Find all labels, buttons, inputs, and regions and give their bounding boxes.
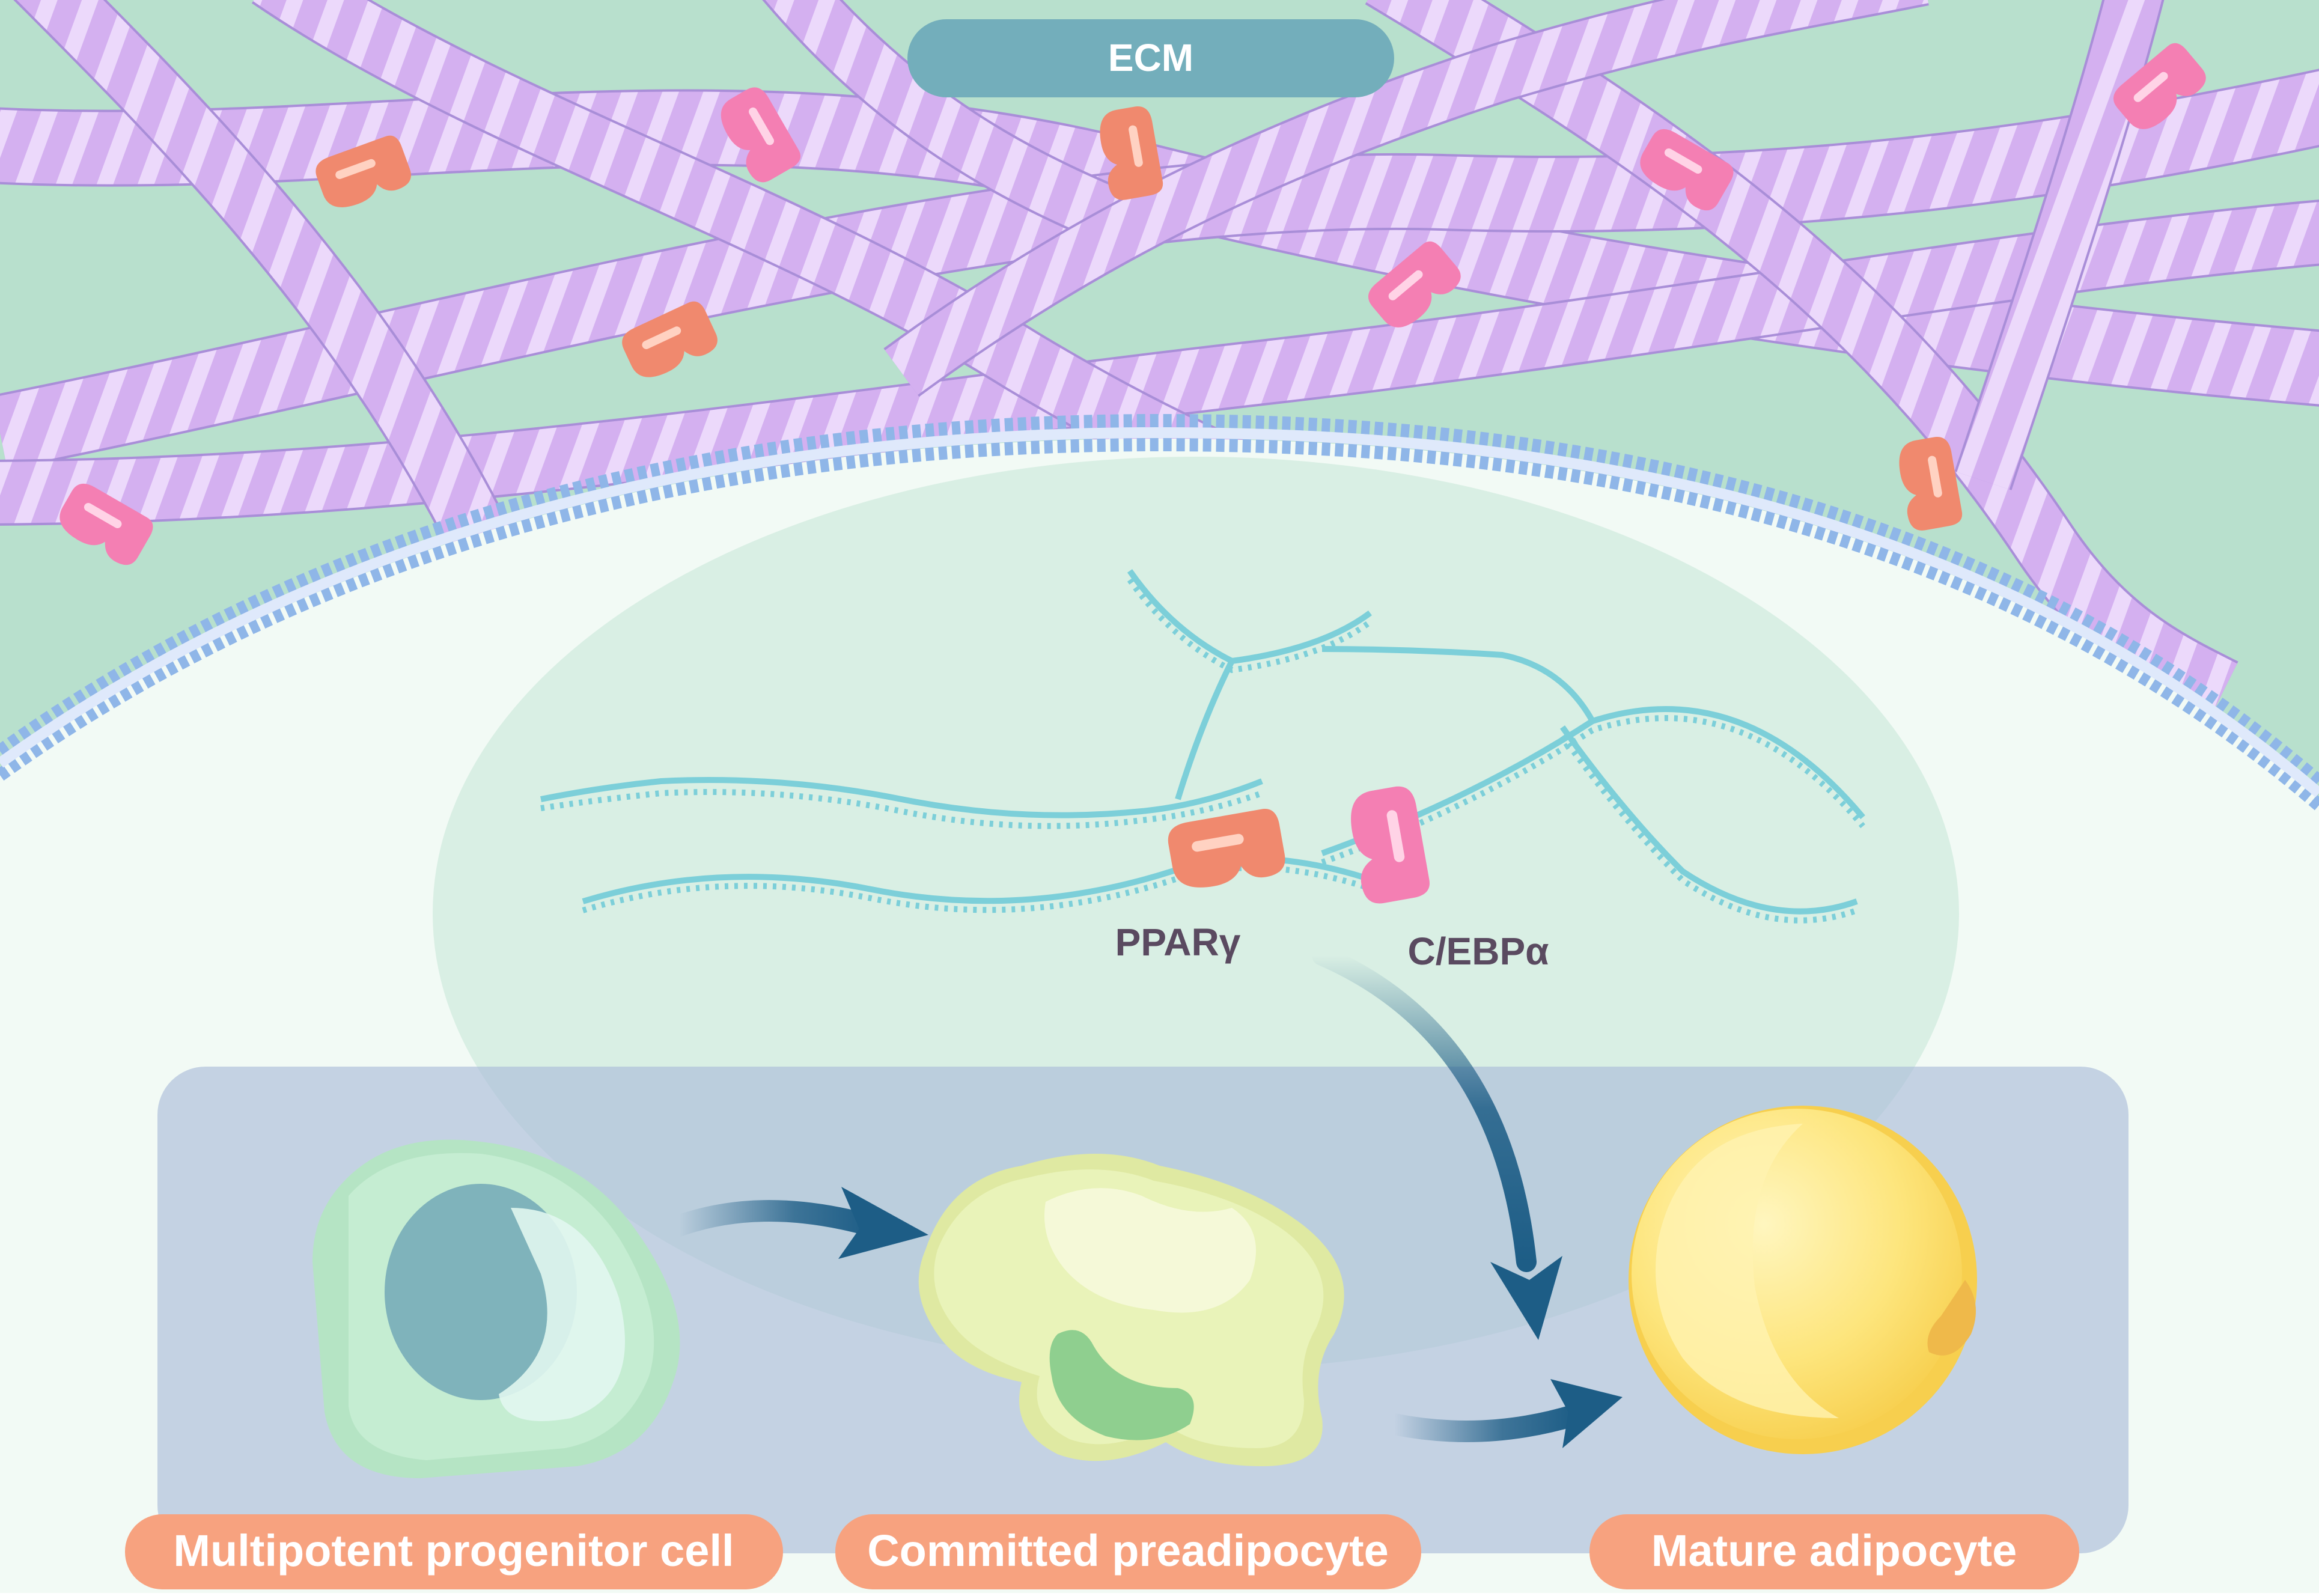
collagen-fiber bbox=[13, 0, 511, 556]
arrow-preadipocyte-to-adipocyte bbox=[1383, 1404, 1585, 1442]
ecm-proteins bbox=[59, 43, 2206, 565]
stage-label-pill bbox=[125, 1514, 783, 1589]
collagen-fiber bbox=[883, 0, 1929, 397]
collagen-fiber bbox=[762, 0, 1153, 257]
arrow-progenitor-to-preadipocyte-head bbox=[838, 1187, 928, 1259]
arrow-preadipocyte-to-adipocyte-head bbox=[1550, 1379, 1623, 1448]
stage-label-preadipocyte: Committed preadipocyte bbox=[867, 1526, 1389, 1576]
differentiation-arrows bbox=[668, 945, 1623, 1448]
arrow-nucleus-to-adipocyte-head bbox=[1490, 1256, 1562, 1340]
ecm-protein-cebpa bbox=[721, 87, 801, 183]
ecm-protein-pparg bbox=[1100, 106, 1163, 200]
stage-label-adipocyte: Mature adipocyte bbox=[1651, 1526, 2017, 1576]
cebpa-protein bbox=[1351, 786, 1430, 904]
stage-label-progenitor: Multipotent progenitor cell bbox=[173, 1526, 734, 1576]
committed-preadipocyte-shape bbox=[918, 1154, 1344, 1466]
membrane-outer bbox=[0, 413, 2319, 787]
membrane-core bbox=[0, 427, 2319, 797]
ecm-label: ECM bbox=[1108, 36, 1193, 79]
ecm-protein-cebpa bbox=[59, 483, 153, 565]
cebpa-label: C/EBPα bbox=[1408, 930, 1549, 973]
multipotent-progenitor-cell-shape bbox=[312, 1139, 680, 1478]
stage-label-pill bbox=[1589, 1514, 2079, 1589]
ecm-protein-pparg bbox=[1899, 437, 1963, 531]
mature-adipocyte-shape bbox=[1629, 1106, 1977, 1454]
ecm-protein-pparg bbox=[315, 135, 411, 207]
arrow-progenitor-to-preadipocyte bbox=[668, 1200, 882, 1237]
pparg-protein bbox=[1168, 809, 1285, 888]
stage-labels: Multipotent progenitor cell Committed pr… bbox=[125, 1514, 2079, 1589]
ecm-protein-pparg bbox=[622, 301, 718, 377]
ecm-label-pill bbox=[907, 19, 1394, 97]
ecm-protein-cebpa bbox=[1368, 241, 1461, 327]
collagen-fiber bbox=[1954, 0, 2165, 490]
ecm-protein-cebpa bbox=[2113, 43, 2206, 129]
ecm-protein-cebpa bbox=[1640, 129, 1734, 211]
membrane-inner bbox=[0, 437, 2319, 811]
stage-label-pill bbox=[835, 1514, 1421, 1589]
arrow-nucleus-to-adipocyte bbox=[1312, 945, 1537, 1272]
pparg-label: PPARγ bbox=[1115, 921, 1241, 964]
